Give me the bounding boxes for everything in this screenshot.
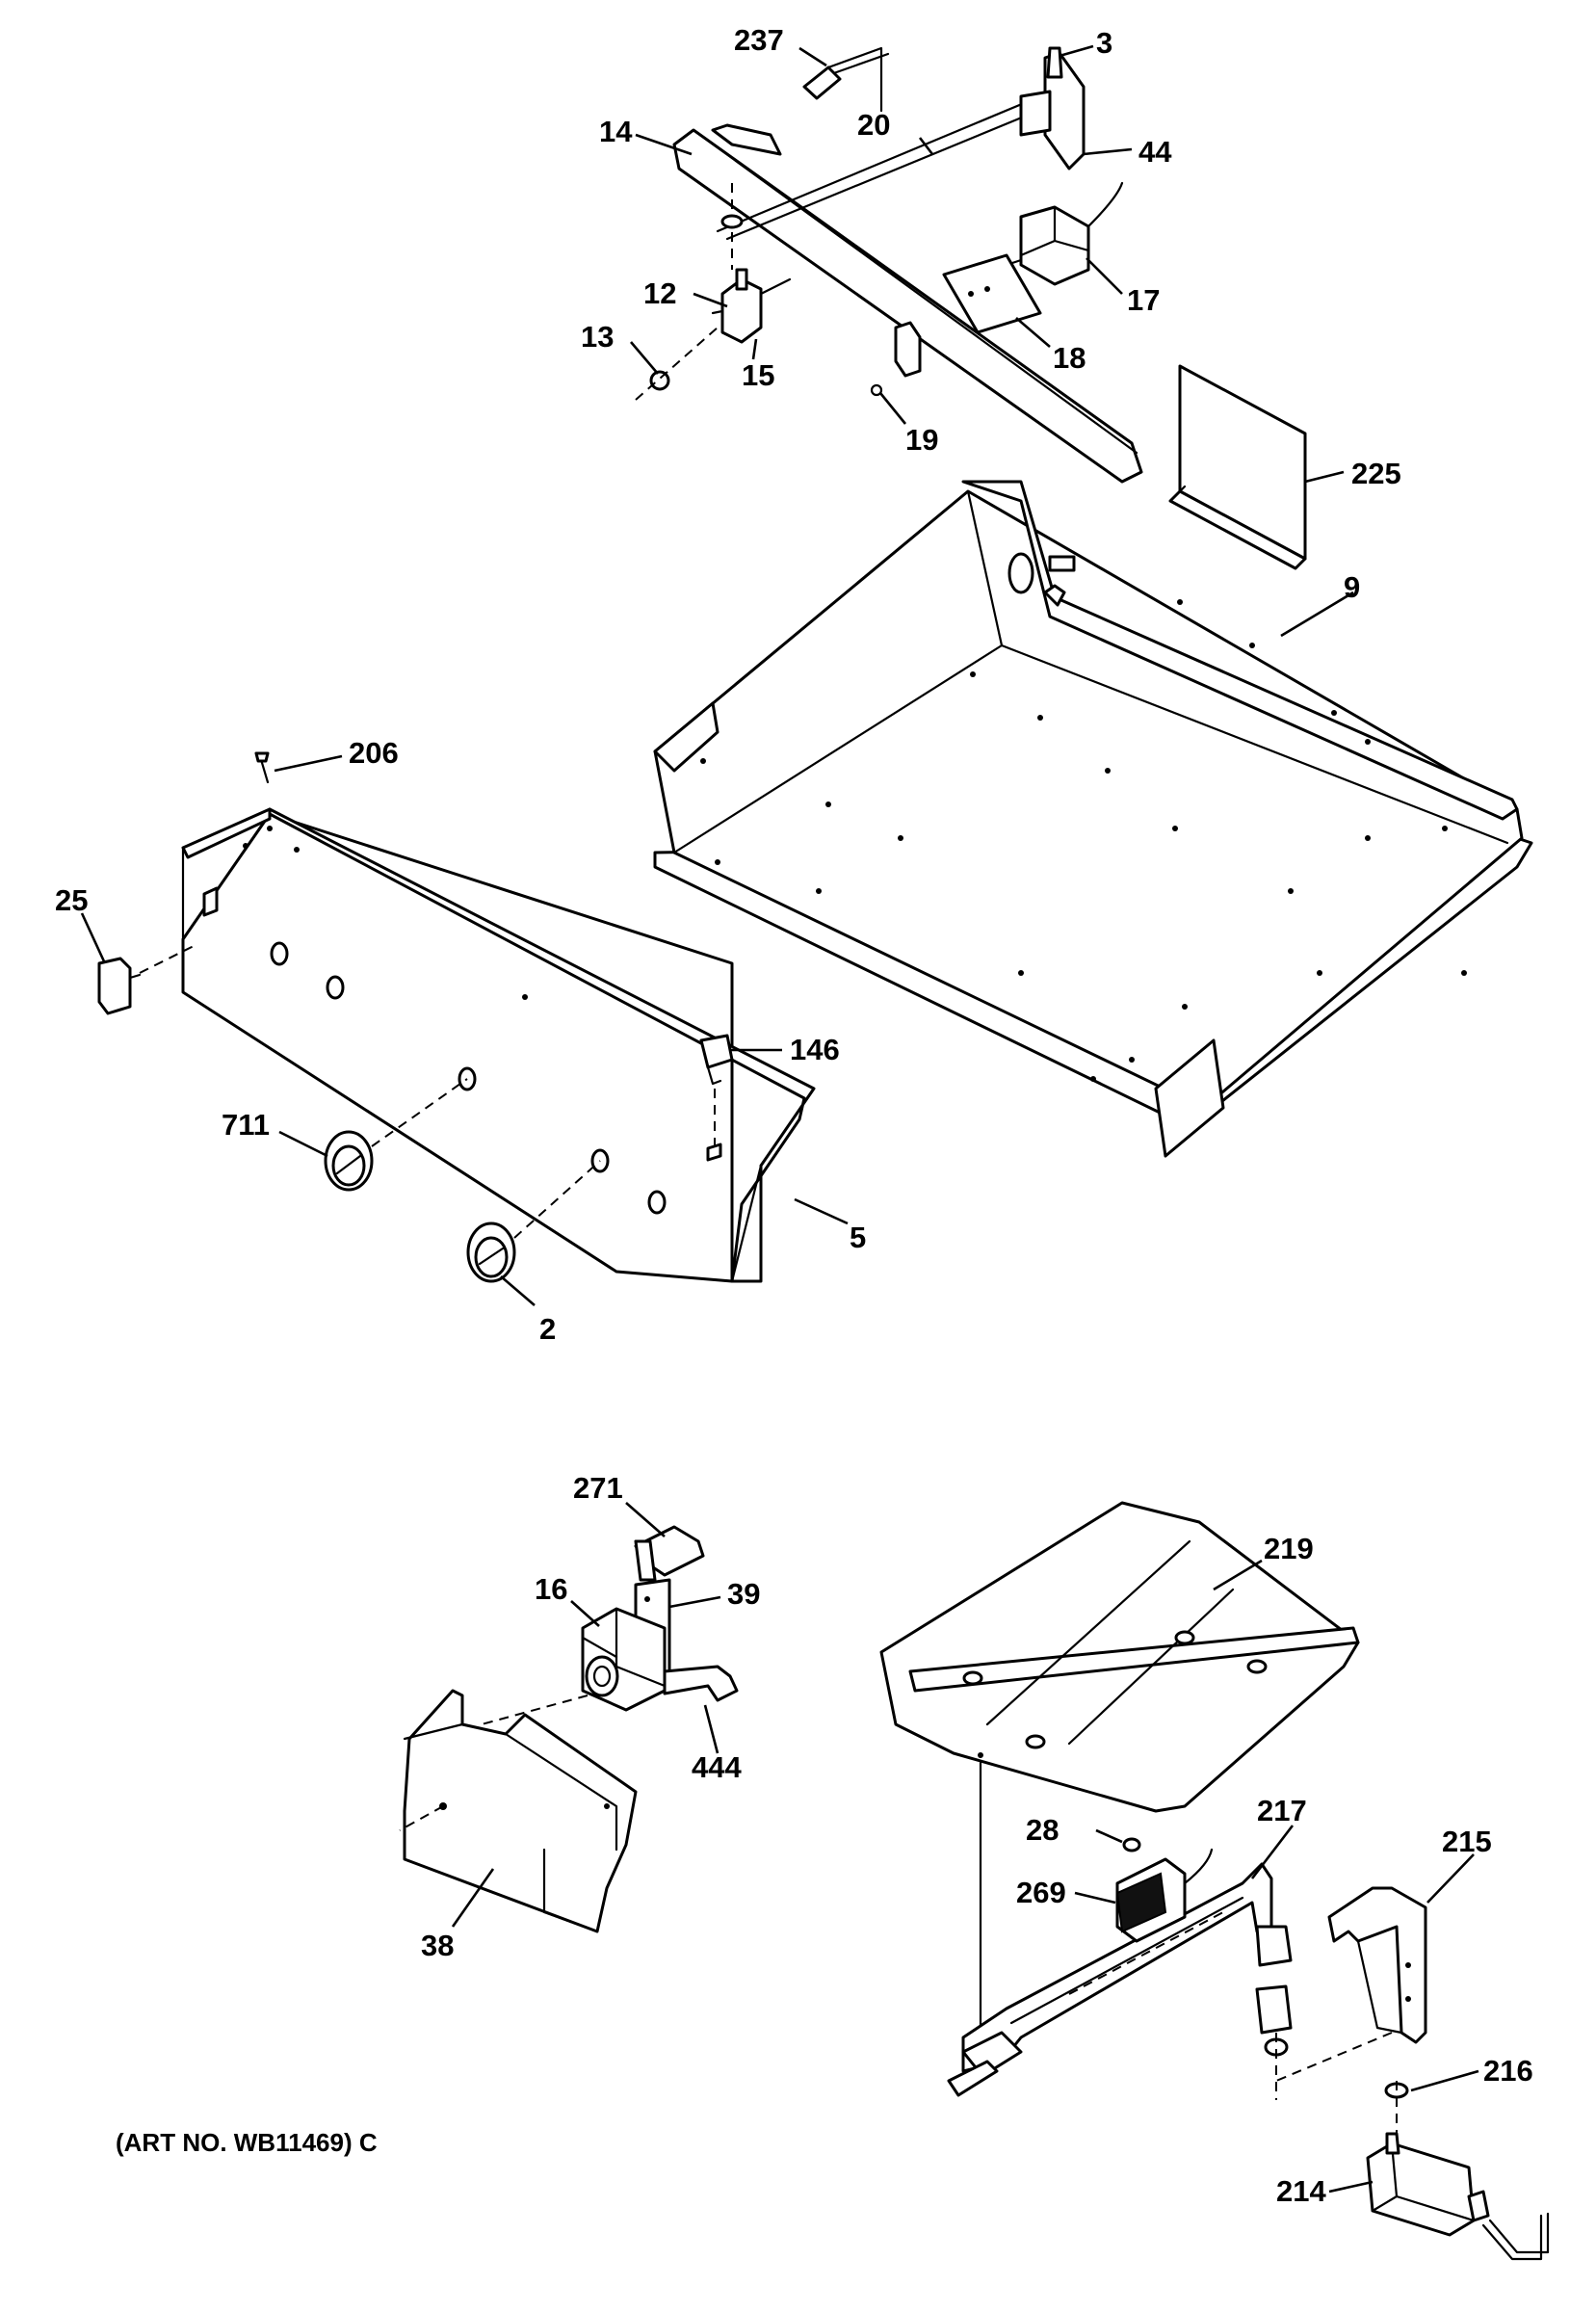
callout-labels: 237 3 14 20 44 12 17 13 15 18 19 225 9 2…: [55, 23, 1533, 2208]
callout-25: 25: [55, 883, 88, 917]
leader-lines: [80, 44, 1479, 2194]
callout-19: 19: [905, 423, 938, 457]
callout-146: 146: [790, 1033, 840, 1066]
oven-burner-assembly: [879, 1501, 1550, 2261]
burner-box-assembly: [653, 364, 1533, 1158]
callout-269: 269: [1016, 1876, 1066, 1909]
callout-20: 20: [857, 108, 890, 142]
callout-2: 2: [539, 1312, 556, 1346]
callout-13: 13: [581, 320, 614, 354]
callout-225: 225: [1351, 457, 1401, 490]
callout-15: 15: [742, 358, 774, 392]
callout-219: 219: [1264, 1532, 1314, 1565]
callout-9: 9: [1344, 570, 1360, 604]
callout-711: 711: [222, 1108, 270, 1142]
callout-44: 44: [1138, 135, 1172, 169]
callout-216: 216: [1483, 2054, 1533, 2088]
callout-271: 271: [573, 1471, 623, 1505]
control-panel-assembly: [97, 751, 816, 1283]
callout-38: 38: [421, 1929, 454, 1962]
callout-14: 14: [599, 115, 633, 148]
callout-18: 18: [1053, 341, 1086, 375]
callout-17: 17: [1127, 283, 1160, 317]
callout-28: 28: [1026, 1813, 1059, 1847]
art-number: (ART NO. WB11469) C: [116, 2128, 378, 2157]
callout-16: 16: [535, 1572, 567, 1606]
callout-444: 444: [692, 1750, 742, 1784]
callout-215: 215: [1442, 1825, 1492, 1858]
regulator-assembly: [399, 1525, 739, 1933]
callout-12: 12: [643, 276, 676, 310]
callout-206: 206: [349, 736, 399, 770]
callout-3: 3: [1096, 26, 1112, 60]
callout-5: 5: [850, 1221, 866, 1254]
callout-217: 217: [1257, 1794, 1307, 1827]
callout-214: 214: [1276, 2174, 1326, 2208]
callout-39: 39: [727, 1577, 760, 1611]
callout-237: 237: [734, 23, 784, 57]
manifold-assembly: [635, 46, 1143, 484]
